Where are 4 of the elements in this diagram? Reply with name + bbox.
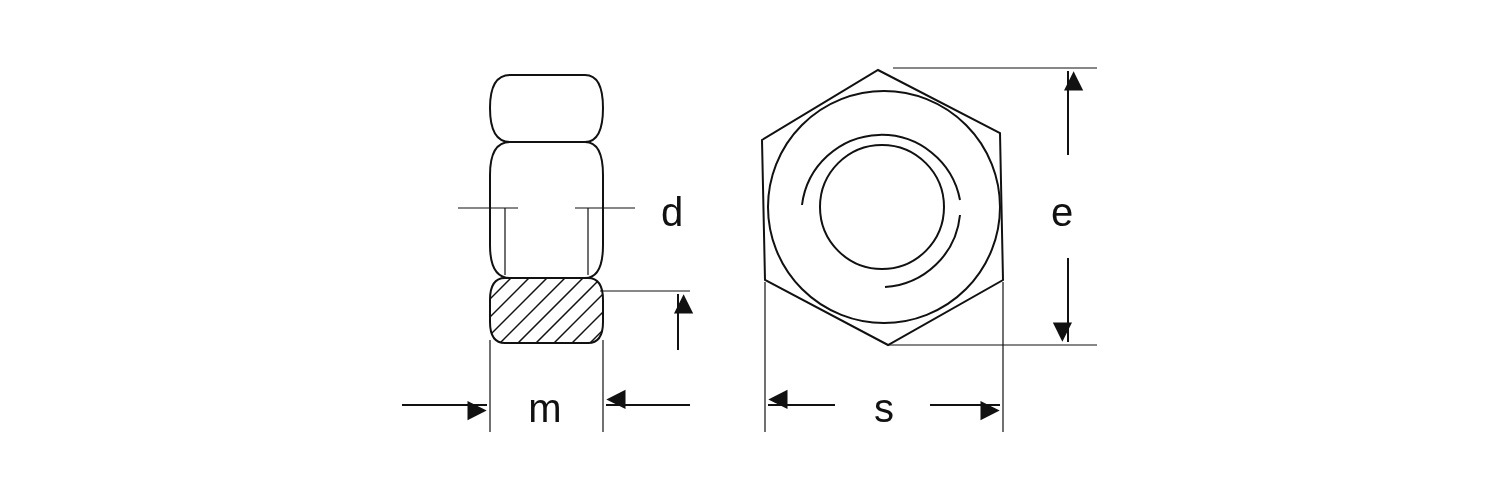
dimension-label: s (874, 388, 894, 428)
dimension-label: e (1050, 192, 1074, 232)
dimension-label: m (528, 388, 562, 428)
dimension-label: d (660, 192, 684, 232)
